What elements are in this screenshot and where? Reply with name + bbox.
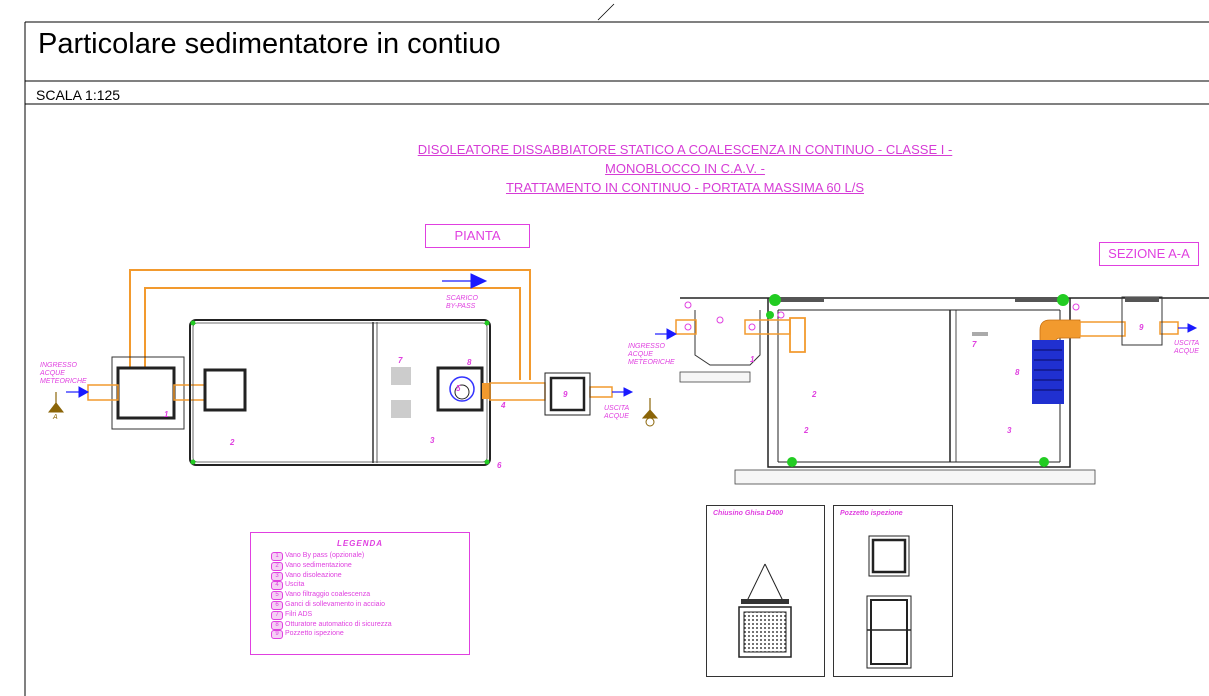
inspection-pit-plan (544, 372, 591, 416)
pozzetto-title: Pozzetto ispezione (840, 510, 903, 517)
page-title: Particolare sedimentatore in contiuo (38, 28, 501, 60)
section-number-3: 3 (1007, 426, 1012, 435)
chiusino-drawing (738, 563, 792, 658)
header-line-2: MONOBLOCCO IN C.A.V. - (605, 161, 765, 176)
header-line-3: TRATTAMENTO IN CONTINUO - PORTATA MASSIM… (505, 180, 865, 195)
section-inlet-label: INGRESSO ACQUE METEORICHE (628, 343, 675, 366)
header-line-1: DISOLEATORE DISSABBIATORE STATICO A COAL… (417, 142, 953, 157)
pianta-label: PIANTA (425, 224, 530, 248)
foundation-slab (734, 469, 1096, 485)
plan-outlet-label: USCITA ACQUE (604, 405, 629, 420)
plan-bypass-label: SCARICO BY-PASS (446, 295, 478, 310)
t-pipe (789, 317, 806, 353)
section-number-2a: 2 (812, 390, 817, 399)
manhole-plan (203, 368, 247, 412)
plan-inlet-label: INGRESSO ACQUE METEORICHE (40, 362, 87, 385)
plan-number-2: 2 (230, 438, 235, 447)
section-number-1: 1 (750, 355, 755, 364)
section-number-8: 8 (1015, 368, 1020, 377)
filter-2 (391, 400, 411, 418)
section-number-2b: 2 (804, 426, 809, 435)
chiusino-title: Chiusino Ghisa D400 (713, 510, 784, 517)
plan-number-5: 5 (456, 384, 461, 393)
bypass-pipe (129, 269, 531, 380)
section-view (655, 294, 1209, 485)
filter-1 (391, 367, 411, 385)
section-number-9: 9 (1139, 323, 1144, 332)
plan-number-9: 9 (563, 390, 568, 399)
inspection-pit-section (1121, 296, 1163, 346)
sezione-label: SEZIONE A-A (1099, 242, 1199, 266)
plan-number-1: 1 (164, 410, 169, 419)
bypass-chamber (111, 356, 185, 430)
plan-number-7: 7 (398, 356, 403, 365)
coalescence-filter (1032, 340, 1064, 404)
plan-number-8: 8 (467, 358, 472, 367)
plan-view (47, 269, 659, 466)
plan-number-6: 6 (497, 461, 502, 470)
chiusino-detail: Chiusino Ghisa D400 (706, 505, 825, 677)
plan-number-3: 3 (430, 436, 435, 445)
pozzetto-detail: Pozzetto ispezione (833, 505, 953, 677)
section-outlet-label: USCITA ACQUE (1174, 340, 1199, 355)
scale-label: SCALA 1:125 (36, 87, 121, 103)
section-mark-a: A (53, 414, 58, 421)
legend-title: LEGENDA (336, 539, 384, 548)
plan-number-4: 4 (501, 401, 506, 410)
inlet-pipe (87, 384, 119, 401)
flow-arrows (66, 273, 634, 398)
section-number-7: 7 (972, 340, 977, 349)
section-tank (767, 298, 1071, 468)
pozzetto-drawing (866, 535, 912, 669)
